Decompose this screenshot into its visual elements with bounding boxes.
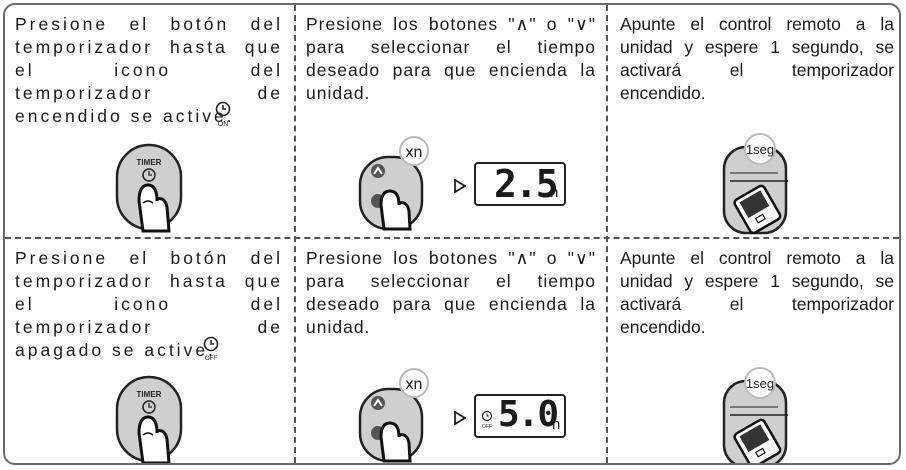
display-value: 5.0 [498,394,559,435]
wait-label: 1seg [746,142,774,157]
row-divider [5,237,899,239]
timer-button-illustration: TIMER [115,143,183,233]
instruction-panel: Presione el botón del temporizador hasta… [3,3,901,465]
step-cell-point-remote: Apunte el control remoto a la unidad y e… [608,5,899,237]
timer-button-label: TIMER [137,158,162,167]
step-text: Apunte el control remoto a la unidad y e… [620,14,894,103]
timer-off-icon-label: OFF [205,356,217,362]
display-unit: h [552,416,561,433]
display-unit: h [550,184,559,201]
timer-on-icon: ON [215,101,231,128]
up-down-buttons-illustration: xn [358,368,429,463]
lcd-display: OFF 5.0 h [474,394,566,438]
timer-off-icon: OFF [203,336,219,362]
timer-on-icon-label: ON [218,121,229,128]
arrow-right-icon [454,411,466,425]
step-text: Presione el botón del temporizador hasta… [15,14,283,126]
up-down-buttons-illustration: xn [358,136,429,231]
display-icon-label: OFF [482,424,492,430]
timer-button-label: TIMER [137,390,162,399]
step-text: Presione los botones "∧" o "∨" para sele… [306,14,596,103]
column-divider [294,5,296,463]
repeat-label: xn [406,144,423,161]
wait-label: 1seg [746,376,774,391]
remote-wait-illustration: 1seg [722,367,788,463]
step-cell-select-time: Presione los botones "∧" o "∨" para sele… [296,5,606,237]
repeat-label: xn [406,376,423,393]
step-cell-timer-off: Presione el botón del temporizador hasta… [5,239,294,463]
timer-button-illustration: TIMER [115,375,183,463]
timer-off-small-icon: OFF [481,410,493,430]
step-text: Presione el botón del temporizador hasta… [15,248,283,360]
column-divider [606,5,608,463]
lcd-display: 2.5 h [474,162,566,206]
step-cell-select-time-off: Presione los botones "∧" o "∨" para sele… [296,239,606,463]
arrow-right-icon [454,179,466,193]
step-text: Apunte el control remoto a la unidad y e… [620,248,894,337]
remote-wait-illustration: 1seg [722,133,788,235]
step-cell-point-remote-off: Apunte el control remoto a la unidad y e… [608,239,899,463]
step-text: Presione los botones "∧" o "∨" para sele… [306,248,596,337]
display-value: 2.5 [494,162,559,206]
step-cell-timer-on: Presione el botón del temporizador hasta… [5,5,294,237]
